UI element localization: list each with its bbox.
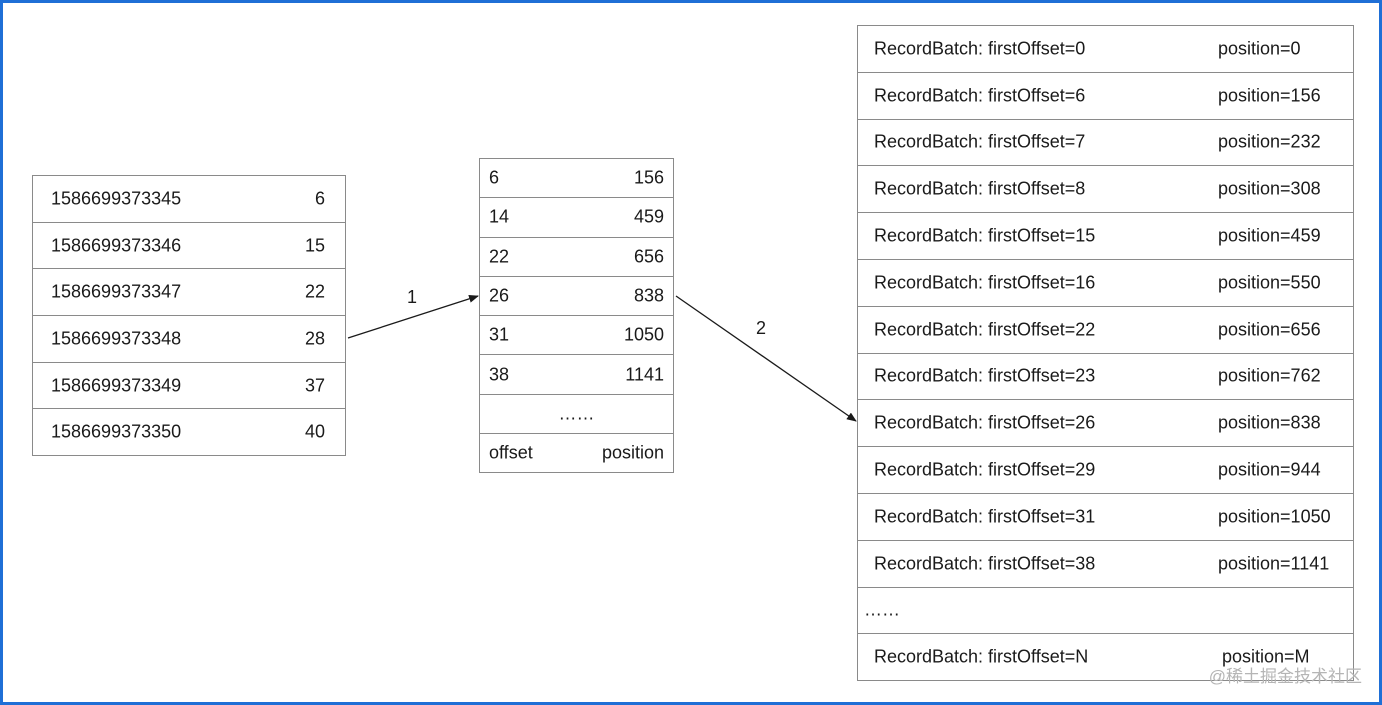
offset-cell: 38 <box>489 364 510 385</box>
position-cell: position=459 <box>1218 225 1321 246</box>
position-cell: position=656 <box>1218 319 1321 340</box>
offset-cell: 37 <box>304 375 325 396</box>
table-row: RecordBatch: firstOffset=8 position=308 <box>858 166 1353 214</box>
table-row: RecordBatch: firstOffset=38 position=114… <box>858 541 1353 588</box>
position-cell: 156 <box>633 167 664 188</box>
offset-column-label: offset <box>489 442 533 463</box>
ellipsis: …… <box>864 599 900 620</box>
offset-cell: 26 <box>489 285 510 306</box>
table-row: RecordBatch: firstOffset=7 position=232 <box>858 120 1353 167</box>
table-row: 38 1141 <box>480 355 673 395</box>
position-cell: position=762 <box>1218 365 1321 386</box>
table-row: RecordBatch: firstOffset=31 position=105… <box>858 494 1353 541</box>
record-batch-cell: RecordBatch: firstOffset=8 <box>874 178 1086 199</box>
position-cell: position=944 <box>1218 459 1321 480</box>
timestamp-cell: 1586699373349 <box>51 375 182 396</box>
timestamp-cell: 1586699373348 <box>51 328 182 349</box>
table-row: 6 156 <box>480 159 673 199</box>
offset-cell: 6 <box>489 167 500 188</box>
record-batch-cell: RecordBatch: firstOffset=23 <box>874 365 1096 386</box>
offset-cell: 31 <box>489 324 510 345</box>
table-row: 1586699373345 6 <box>33 176 345 223</box>
table-row: 1586699373349 37 <box>33 363 345 410</box>
offset-cell: 22 <box>489 246 510 267</box>
position-cell: 1050 <box>623 324 664 345</box>
record-batch-cell: RecordBatch: firstOffset=0 <box>874 38 1086 59</box>
record-batch-cell: RecordBatch: firstOffset=29 <box>874 459 1096 480</box>
record-batch-cell: RecordBatch: firstOffset=6 <box>874 85 1086 106</box>
offset-cell: 14 <box>489 206 510 227</box>
record-batch-cell: RecordBatch: firstOffset=31 <box>874 506 1096 527</box>
arrow-2-label: 2 <box>756 318 767 338</box>
position-cell: 838 <box>633 285 664 306</box>
record-batch-cell: RecordBatch: firstOffset=26 <box>874 412 1096 433</box>
table-row: 31 1050 <box>480 316 673 356</box>
position-cell: position=1050 <box>1218 506 1331 527</box>
table-row: RecordBatch: firstOffset=0 position=0 <box>858 26 1353 73</box>
timestamp-cell: 1586699373347 <box>51 281 182 302</box>
position-cell: position=M <box>1222 646 1310 667</box>
log-segment-table: RecordBatch: firstOffset=0 position=0 Re… <box>857 25 1354 682</box>
timestamp-cell: 1586699373345 <box>51 188 182 209</box>
position-cell: position=232 <box>1218 131 1321 152</box>
table-row: RecordBatch: firstOffset=23 position=762 <box>858 354 1353 401</box>
record-batch-cell: RecordBatch: firstOffset=16 <box>874 272 1096 293</box>
table-row: 1586699373346 15 <box>33 223 345 270</box>
record-batch-cell: RecordBatch: firstOffset=38 <box>874 553 1096 574</box>
offset-cell: 28 <box>304 328 325 349</box>
position-cell: 1141 <box>625 364 664 385</box>
arrow-1-label: 1 <box>407 287 418 307</box>
offset-cell: 40 <box>304 421 325 442</box>
record-batch-cell: RecordBatch: firstOffset=22 <box>874 319 1096 340</box>
offset-index-table: 6 156 14 459 22 656 26 838 31 1050 38 11… <box>479 158 674 474</box>
table-row: RecordBatch: firstOffset=16 position=550 <box>858 260 1353 307</box>
position-cell: position=308 <box>1218 178 1321 199</box>
offset-cell: 15 <box>304 235 325 256</box>
table-row: RecordBatch: firstOffset=15 position=459 <box>858 213 1353 260</box>
position-column-label: position <box>601 442 664 463</box>
timestamp-index-table: 1586699373345 6 1586699373346 15 1586699… <box>32 175 346 457</box>
table-row: RecordBatch: firstOffset=29 position=944 <box>858 447 1353 494</box>
table-row: 1586699373347 22 <box>33 269 345 317</box>
ellipsis-row: …… <box>858 588 1353 635</box>
table-row: 22 656 <box>480 238 673 277</box>
timestamp-cell: 1586699373350 <box>51 421 182 442</box>
position-cell: 459 <box>633 206 664 227</box>
record-batch-cell: RecordBatch: firstOffset=15 <box>874 225 1096 246</box>
position-cell: position=156 <box>1218 85 1321 106</box>
timestamp-cell: 1586699373346 <box>51 235 182 256</box>
ellipsis: …… <box>558 403 595 424</box>
table-row: RecordBatch: firstOffset=22 position=656 <box>858 307 1353 354</box>
watermark: @稀土掘金技术社区 <box>1208 667 1362 686</box>
position-cell: position=838 <box>1218 412 1321 433</box>
offset-index-footer: offset position <box>480 434 673 474</box>
position-cell: position=0 <box>1218 38 1301 59</box>
table-row: 1586699373348 28 <box>33 316 345 363</box>
record-batch-cell: RecordBatch: firstOffset=N <box>874 646 1089 667</box>
table-row: 14 459 <box>480 198 673 238</box>
position-cell: 656 <box>633 246 664 267</box>
offset-cell: 22 <box>304 281 325 302</box>
position-cell: position=1141 <box>1218 553 1330 574</box>
position-cell: position=550 <box>1218 272 1321 293</box>
table-row: 26 838 <box>480 277 673 317</box>
table-row: RecordBatch: firstOffset=N position=M <box>858 634 1353 682</box>
offset-cell: 6 <box>314 188 325 209</box>
arrow-2 <box>675 295 857 422</box>
record-batch-cell: RecordBatch: firstOffset=7 <box>874 131 1086 152</box>
table-row: RecordBatch: firstOffset=6 position=156 <box>858 73 1353 120</box>
ellipsis-row: …… <box>480 395 673 435</box>
table-row: RecordBatch: firstOffset=26 position=838 <box>858 400 1353 448</box>
table-row: 1586699373350 40 <box>33 409 345 457</box>
